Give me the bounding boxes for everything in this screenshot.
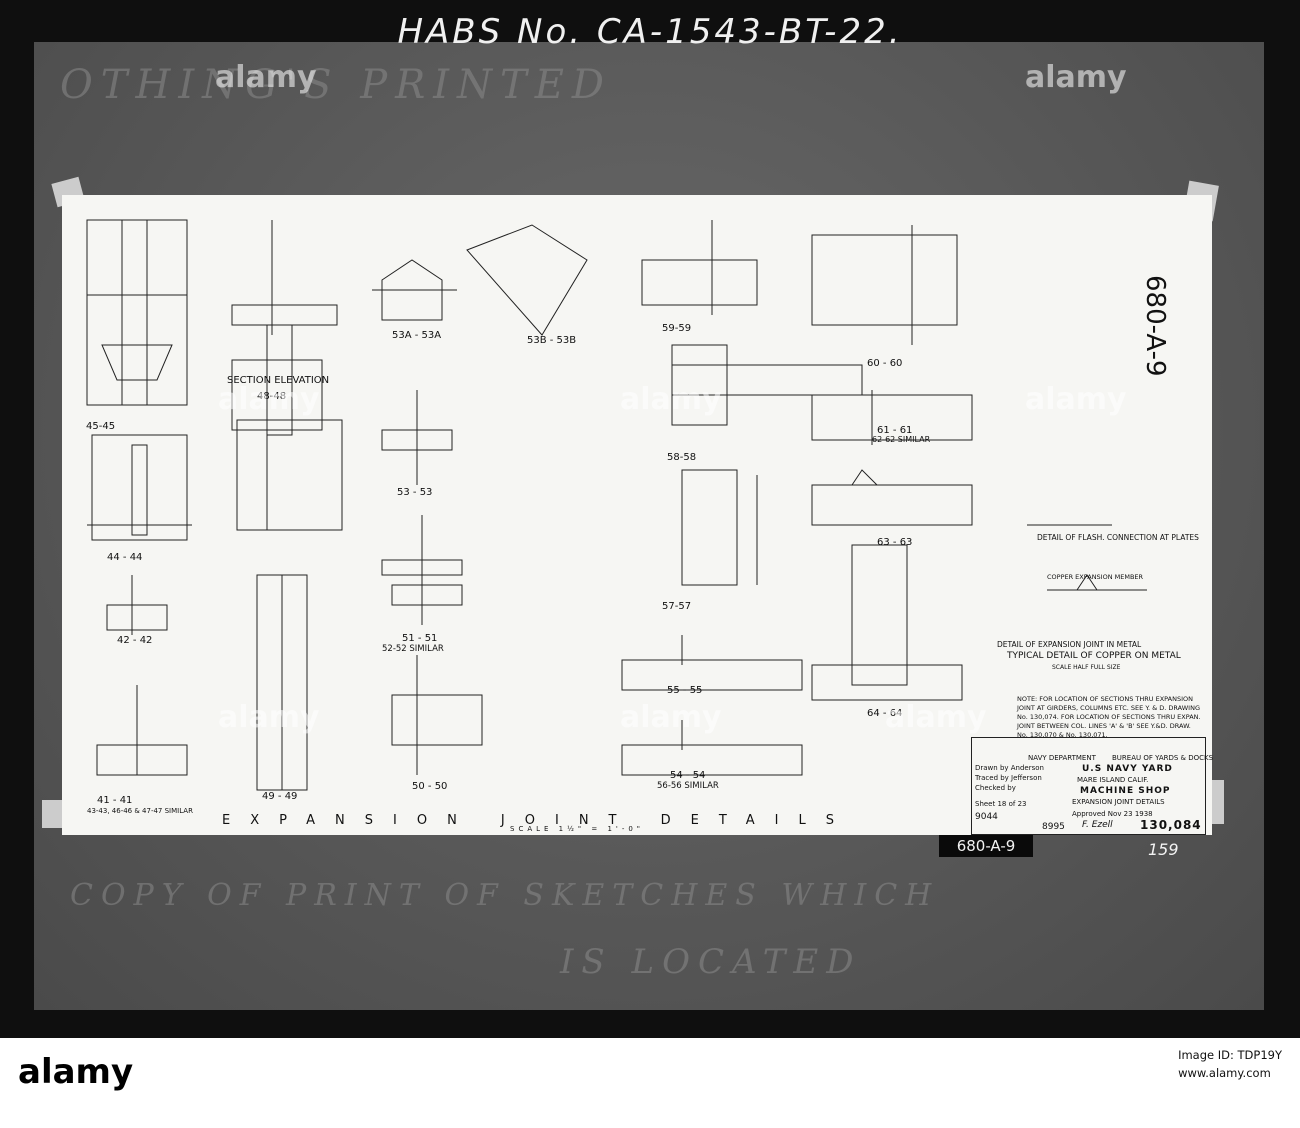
section-label: 41 - 41 bbox=[97, 795, 133, 806]
section-label: 42 - 42 bbox=[117, 635, 153, 646]
detail-title: TYPICAL DETAIL OF COPPER ON METAL bbox=[1007, 651, 1181, 661]
detail-title: SCALE HALF FULL SIZE bbox=[1052, 664, 1121, 671]
footer-image-id: Image ID: TDP19Y bbox=[1178, 1048, 1282, 1062]
section-label: 48-48 bbox=[257, 391, 287, 402]
tb-sheet: Sheet 18 of 23 bbox=[975, 800, 1027, 808]
watermark: alamy bbox=[1025, 382, 1127, 417]
negative-stamp: 680-A-9 bbox=[939, 835, 1033, 857]
section-label: 50 - 50 bbox=[412, 781, 448, 792]
section-label: 53A - 53A bbox=[392, 330, 442, 341]
footer-meta: Image ID: TDP19Y www.alamy.com bbox=[1178, 1046, 1282, 1082]
tb-subject: EXPANSION JOINT DETAILS bbox=[1072, 798, 1165, 806]
photograph: HABS No. CA-1543-BT-22. OTHING'S PRINTED… bbox=[0, 0, 1300, 1038]
section-label: 44 - 44 bbox=[107, 552, 143, 563]
tb-location: MARE ISLAND CALIF. bbox=[1077, 776, 1149, 784]
section-label: 64 - 64 bbox=[867, 708, 903, 719]
tb-building: MACHINE SHOP bbox=[1080, 786, 1171, 796]
sheet-side-number: 680-A-9 bbox=[1140, 275, 1170, 377]
tb-drawing-number: 130,084 bbox=[1140, 818, 1202, 832]
section-label: 51 - 51 bbox=[402, 633, 438, 644]
section-label: 53B - 53B bbox=[527, 335, 577, 346]
tb-file-number: 9044 bbox=[975, 812, 998, 822]
section-label: 61 - 61 bbox=[877, 425, 913, 436]
faded-board-writing-bottom: COPY OF PRINT OF SKETCHES WHICH bbox=[70, 878, 940, 913]
drawing-note: NOTE: FOR LOCATION OF SECTIONS THRU EXPA… bbox=[1017, 695, 1201, 739]
handwritten-number: 159 bbox=[1148, 840, 1179, 859]
watermark: alamy bbox=[215, 60, 317, 95]
detail-title: DETAIL OF FLASH. CONNECTION AT PLATES bbox=[1037, 533, 1199, 542]
faded-board-writing-bottom-2: IS LOCATED bbox=[560, 942, 862, 982]
tb-drawn-by: Drawn by Anderson bbox=[975, 764, 1044, 772]
section-label: 52-52 SIMILAR bbox=[382, 644, 444, 654]
detail-title: COPPER EXPANSION MEMBER bbox=[1047, 573, 1144, 581]
drawing-title: EXPANSION JOINT DETAILS bbox=[222, 813, 854, 828]
detail-title: DETAIL OF EXPANSION JOINT IN METAL bbox=[997, 640, 1142, 649]
watermark: alamy bbox=[885, 700, 987, 735]
tb-drawing-number-left: 8995 bbox=[1042, 822, 1065, 832]
section-label: SECTION ELEVATION bbox=[227, 375, 330, 386]
section-label: 58-58 bbox=[667, 452, 697, 463]
footer-logo: alamy bbox=[18, 1052, 134, 1092]
section-label: 53 - 53 bbox=[397, 487, 433, 498]
section-label: 49 - 49 bbox=[262, 791, 298, 802]
footer-band bbox=[0, 1038, 1300, 1128]
watermark: alamy bbox=[620, 700, 722, 735]
section-label: 56-56 SIMILAR bbox=[657, 781, 719, 791]
watermark: alamy bbox=[218, 382, 320, 417]
section-label: 55 - 55 bbox=[667, 685, 703, 696]
footer-site[interactable]: www.alamy.com bbox=[1178, 1066, 1271, 1080]
drawing-scale: SCALE 1½" = 1'-0" bbox=[510, 825, 645, 833]
watermark: alamy bbox=[218, 700, 320, 735]
tb-bureau: BUREAU OF YARDS & DOCKS bbox=[1112, 754, 1214, 762]
section-label: 45-45 bbox=[86, 421, 116, 432]
tb-department: NAVY DEPARTMENT bbox=[1028, 754, 1096, 762]
tb-yard: U.S NAVY YARD bbox=[1082, 764, 1173, 774]
section-label: 43-43, 46-46 & 47-47 SIMILAR bbox=[87, 807, 193, 815]
section-label: 57-57 bbox=[662, 601, 692, 612]
tb-signature: F. Ezell bbox=[1082, 820, 1113, 830]
section-label: 62-62 SIMILAR bbox=[872, 435, 931, 444]
section-label: 63 - 63 bbox=[877, 537, 913, 548]
tb-approved: Approved Nov 23 1938 bbox=[1072, 810, 1153, 818]
title-block: NAVY DEPARTMENT BUREAU OF YARDS & DOCKS … bbox=[971, 737, 1213, 835]
blueprint-sheet: 680-A-9 130084 45-45 SECTION ELEVATION 4… bbox=[62, 195, 1213, 835]
section-label: 54 - 54 bbox=[670, 770, 706, 781]
watermark: alamy bbox=[1025, 60, 1127, 95]
faded-board-writing-top: OTHING'S PRINTED bbox=[60, 62, 613, 108]
watermark: alamy bbox=[620, 382, 722, 417]
tb-checked-by: Checked by bbox=[975, 784, 1016, 792]
technical-drawing bbox=[86, 219, 1147, 791]
section-label: 59-59 bbox=[662, 323, 692, 334]
habs-label: HABS No. CA-1543-BT-22. bbox=[397, 12, 903, 52]
section-label: 60 - 60 bbox=[867, 358, 903, 369]
tb-traced-by: Traced by Jefferson bbox=[975, 774, 1042, 782]
